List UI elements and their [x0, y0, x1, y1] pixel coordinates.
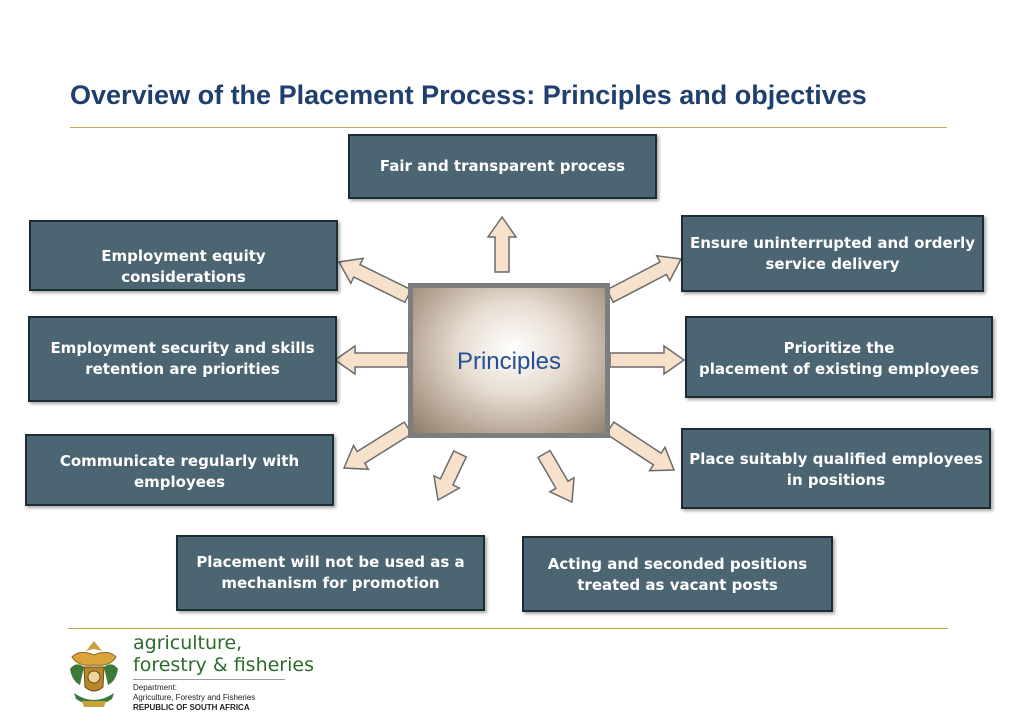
title-divider: [70, 127, 947, 128]
box-acting-seconded: Acting and seconded positions treated as…: [522, 536, 833, 612]
coat-of-arms-logo: [70, 641, 118, 707]
box-suitably-qualified-text: Place suitably qualified employees in po…: [689, 450, 983, 489]
box-uninterrupted-service: Ensure uninterrupted and orderly service…: [681, 215, 984, 292]
arrow-down-1: [433, 450, 468, 502]
box-uninterrupted-service-text: Ensure uninterrupted and orderly service…: [689, 234, 976, 273]
slide-title: Overview of the Placement Process: Princ…: [70, 80, 867, 110]
arrow-up-left: [337, 257, 413, 304]
box-employment-equity: Employment equity considerations: [29, 220, 338, 291]
logo-separator: [133, 679, 285, 680]
box-no-promotion: Placement will not be used as a mechanis…: [176, 535, 485, 611]
principles-label: Principles: [456, 348, 562, 375]
box-fair-transparent: Fair and transparent process: [348, 134, 657, 199]
department-text: Department: Agriculture, Forestry and Fi…: [133, 683, 255, 713]
box-employment-security-text: Employment security and skills retention…: [50, 339, 315, 378]
box-no-promotion-text: Placement will not be used as a mechanis…: [196, 553, 465, 592]
box-communicate-text: Communicate regularly with employees: [59, 452, 300, 491]
box-prioritize-placement: Prioritize the placement of existing emp…: [685, 316, 993, 398]
box-suitably-qualified: Place suitably qualified employees in po…: [681, 428, 991, 509]
box-employment-equity-text: Employment equity considerations: [101, 247, 266, 286]
arrow-down-2: [536, 449, 575, 504]
arrow-right: [609, 344, 686, 376]
arrow-up: [486, 215, 518, 273]
box-fair-transparent-text: Fair and transparent process: [379, 157, 626, 175]
ministry-name: agriculture, forestry & fisheries: [133, 632, 314, 676]
box-employment-security: Employment security and skills retention…: [28, 316, 337, 402]
arrow-up-right: [605, 254, 683, 304]
dept-line-2: Agriculture, Forestry and Fisheries: [133, 693, 256, 702]
box-communicate: Communicate regularly with employees: [25, 434, 334, 506]
arrow-left: [333, 344, 409, 376]
principles-center-box: Principles: [408, 283, 610, 438]
dept-line-1: Department:: [133, 683, 178, 692]
box-acting-seconded-text: Acting and seconded positions treated as…: [547, 555, 808, 594]
arrow-down-left: [342, 421, 413, 471]
dept-line-3: REPUBLIC OF SOUTH AFRICA: [133, 703, 250, 712]
box-prioritize-placement-text: Prioritize the placement of existing emp…: [699, 339, 979, 378]
arrow-down-right: [605, 421, 676, 472]
footer-divider: [68, 628, 948, 629]
